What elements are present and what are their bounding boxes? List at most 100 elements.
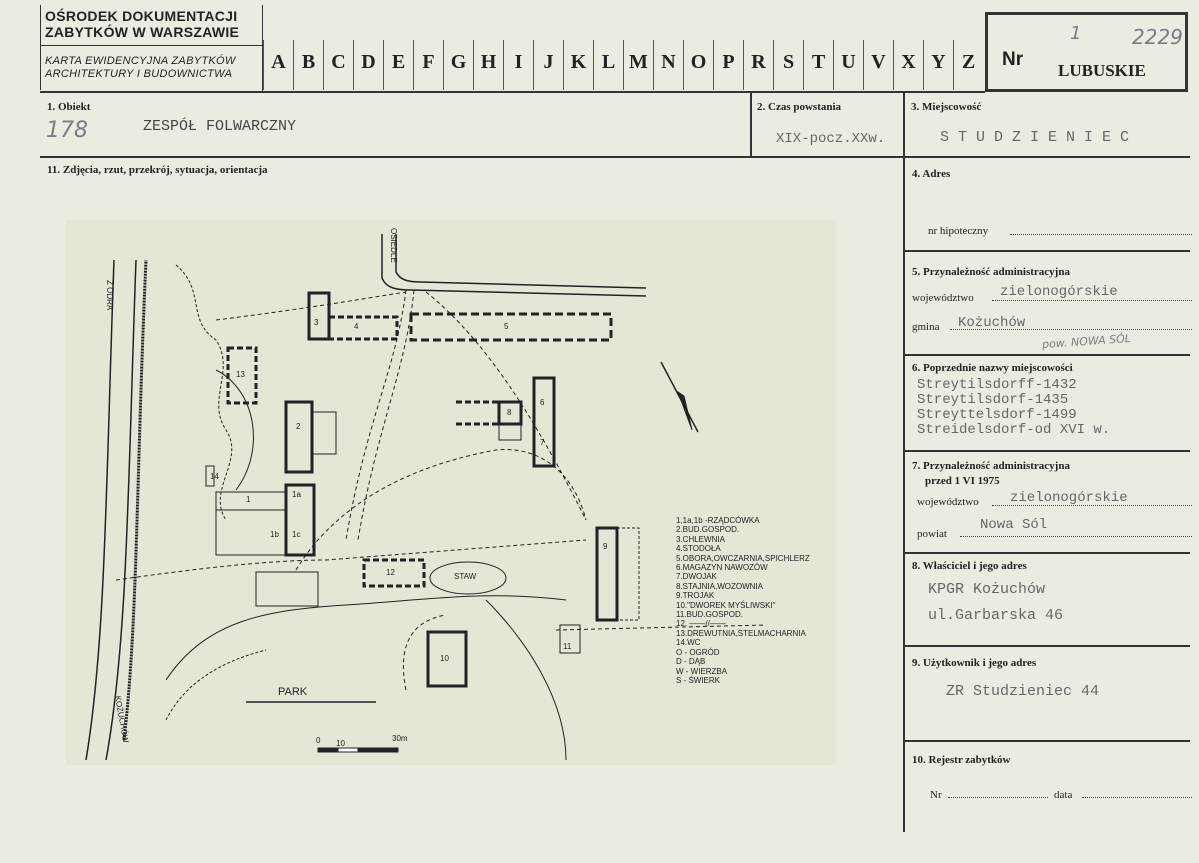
- legend-item: 9.TROJAK: [676, 591, 715, 601]
- scale-30: 30m: [392, 734, 408, 743]
- bldg-1a: 1a: [292, 490, 301, 499]
- wlasc-line-1: KPGR Kożuchów: [928, 581, 1046, 598]
- index-letter-k: K: [563, 40, 593, 90]
- uzytk-label: 9. Użytkownik i jego adres: [912, 657, 1037, 669]
- index-letter-r: R: [743, 40, 773, 90]
- index-letter-t: T: [803, 40, 833, 90]
- card-type-line-2: ARCHITEKTURY I BUDOWNICTWA: [45, 68, 233, 80]
- region-name: LUBUSKIE: [1058, 61, 1146, 80]
- legend-item: D - DĄB: [676, 657, 706, 667]
- bldg-12: 12: [386, 568, 395, 577]
- legend-item: O - OGRÓD: [676, 647, 720, 657]
- zdjecia-label: 11. Zdjęcia, rzut, przekrój, sytuacja, o…: [47, 164, 268, 176]
- bldg-14: 14: [210, 472, 219, 481]
- org-line-2: ZABYTKÓW W WARSZAWIE: [45, 24, 240, 40]
- index-letter-a: A: [263, 40, 293, 90]
- bldg-13: 13: [236, 370, 245, 379]
- uzytk-value: ZR Studzieniec 44: [946, 683, 1100, 700]
- rejestr-nr-label: Nr: [930, 789, 942, 801]
- bldg-4: 4: [354, 322, 359, 331]
- przynal75-label: 7. Przynależność administracyjna: [912, 460, 1070, 472]
- legend-item: 6.MAGAZYN NAWOZÓW: [676, 563, 768, 573]
- nr-label: Nr: [1002, 49, 1024, 70]
- woj-value: zielonogórskie: [1000, 284, 1118, 300]
- poprz-name-2: Streytilsdorf-1435: [917, 392, 1069, 408]
- site-plan-drawing: [85, 234, 767, 761]
- legend-item: S - ŚWIERK: [676, 675, 721, 685]
- index-letter-f: F: [413, 40, 443, 90]
- rejestr-data-label: data: [1054, 789, 1073, 801]
- scale-0: 0: [316, 736, 321, 745]
- legend-item: 3.CHLEWNIA: [676, 534, 725, 544]
- legend-item: 4.STODOŁA: [676, 544, 721, 554]
- index-letter-l: L: [593, 40, 623, 90]
- index-letter-s: S: [773, 40, 803, 90]
- bldg-5: 5: [504, 322, 509, 331]
- legend-item: 14.WC: [676, 638, 701, 648]
- przynal-label: 5. Przynależność administracyjna: [912, 266, 1070, 278]
- site-plan: OSIEDLE Z ODRA KOŻUCHÓW PARK STAW 0 10 3…: [66, 220, 836, 765]
- number-box: Nr 1 2229 LUBUSKIE: [985, 12, 1188, 92]
- bldg-11: 11: [563, 642, 572, 651]
- card-type-line-1: KARTA EWIDENCYJNA ZABYTKÓW: [45, 55, 236, 67]
- gmina-hand-note: pow. NOWA SÓL: [1041, 331, 1132, 352]
- legend-item: 5.OBORA,OWCZARNIA,SPICHLERZ: [676, 553, 810, 563]
- org-line-1: OŚRODEK DOKUMENTACJI: [45, 8, 238, 24]
- index-letter-y: Y: [923, 40, 953, 90]
- gmina-value: Kożuchów: [958, 315, 1026, 331]
- hipoteczny-label: nr hipoteczny: [928, 225, 989, 237]
- czas-label: 2. Czas powstania: [757, 101, 842, 113]
- legend-item: 11.BUD.GOSPOD.: [676, 610, 743, 620]
- scale-10: 10: [336, 739, 345, 748]
- legend-item: 7.DWOJAK: [676, 572, 717, 582]
- czas-value: XIX-pocz.XXw.: [776, 131, 886, 147]
- index-letter-z: Z: [953, 40, 983, 90]
- road-label-left: Z ODRA: [105, 280, 114, 311]
- miejsc-value: S T U D Z I E N I E C: [940, 129, 1130, 146]
- obiekt-value: ZESPÓŁ FOLWARCZNY: [143, 118, 297, 135]
- obiekt-label: 1. Obiekt: [47, 101, 91, 113]
- bldg-9: 9: [603, 542, 608, 551]
- index-letter-e: E: [383, 40, 413, 90]
- woj75-value: zielonogórskie: [1010, 490, 1128, 506]
- index-letter-n: N: [653, 40, 683, 90]
- pond-label: STAW: [454, 572, 477, 581]
- index-letter-b: B: [293, 40, 323, 90]
- legend-item: 10."DWOREK MYŚLIWSKI": [676, 600, 776, 610]
- bldg-1c: 1c: [292, 530, 301, 539]
- index-letter-v: V: [863, 40, 893, 90]
- legend-item: 1,1a,1b -RZĄDCÓWKA: [676, 516, 760, 525]
- index-letter-m: M: [623, 40, 653, 90]
- woj-label: województwo: [912, 292, 974, 304]
- nr-hand-2: 2229: [1132, 25, 1183, 49]
- miejsc-label: 3. Miejscowość: [911, 101, 982, 113]
- legend-item: W - WIERZBA: [676, 666, 728, 676]
- poprz-name-3: Streyttelsdorf-1499: [917, 407, 1077, 423]
- legend-item: 8.STAJNIA,WOZOWNIA: [676, 581, 763, 591]
- powiat-label: powiat: [917, 528, 947, 540]
- poprz-name-4: Streidelsdorf-od XVI w.: [917, 422, 1111, 438]
- gmina-label: gmina: [912, 321, 940, 333]
- nr-hand-1: 1: [1070, 23, 1082, 44]
- rejestr-label: 10. Rejestr zabytków: [912, 754, 1011, 766]
- bldg-1: 1: [246, 495, 251, 504]
- bldg-7: 7: [540, 438, 545, 447]
- wlasc-value: KPGR Kożuchów ul.Garbarska 46: [928, 577, 1063, 629]
- bldg-1b: 1b: [270, 530, 279, 539]
- index-letter-d: D: [353, 40, 383, 90]
- obiekt-hand-number: 178: [46, 118, 88, 143]
- bldg-8: 8: [507, 408, 512, 417]
- index-letter-i: I: [503, 40, 533, 90]
- wlasc-line-2: ul.Garbarska 46: [928, 607, 1064, 624]
- poprz-names: Streytilsdorff-1432 Streytilsdorf-1435 S…: [917, 378, 1110, 438]
- index-letter-g: G: [443, 40, 473, 90]
- index-letter-c: C: [323, 40, 353, 90]
- powiat-value: Nowa Sól: [980, 517, 1048, 533]
- wlasc-label: 8. Właściciel i jego adres: [912, 560, 1027, 572]
- index-letter-p: P: [713, 40, 743, 90]
- bldg-6: 6: [540, 398, 545, 407]
- index-letter-j: J: [533, 40, 563, 90]
- legend-item: 13.DREWUTNIA,STELMACHARNIA: [676, 628, 806, 638]
